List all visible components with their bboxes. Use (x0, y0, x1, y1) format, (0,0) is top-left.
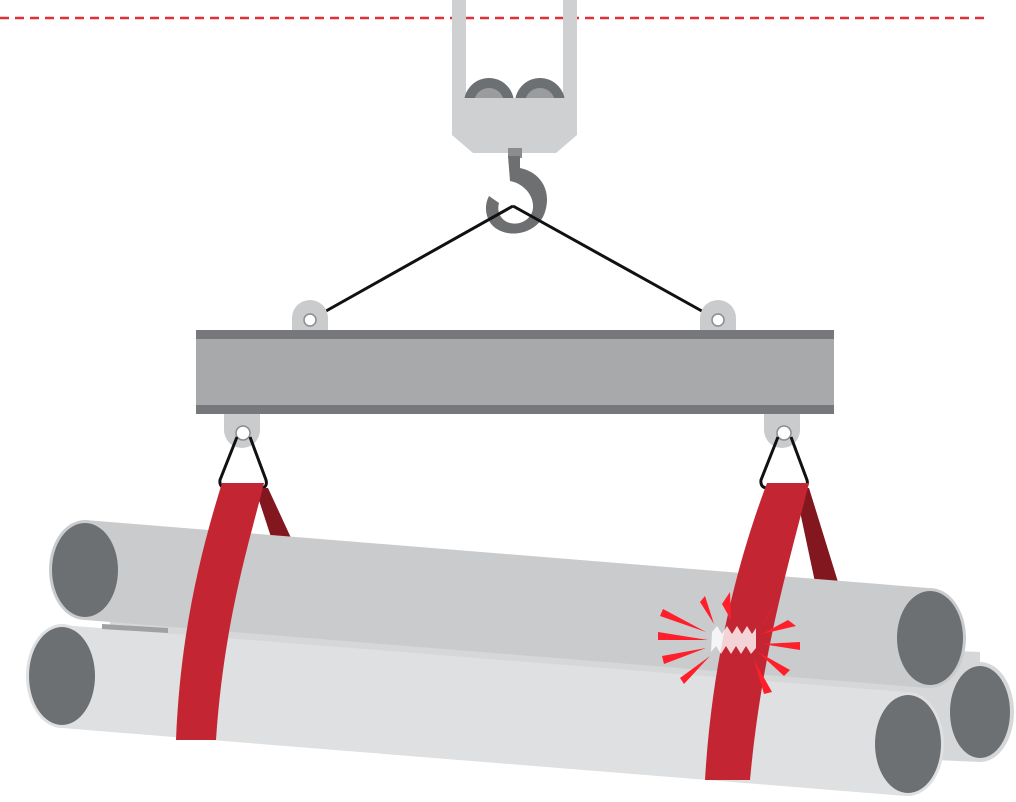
crane-hook-icon (485, 156, 548, 234)
crane-block-icon (452, 0, 577, 158)
beam-top-lug-right (700, 300, 736, 330)
lifting-sling-icon (176, 483, 264, 740)
sling-right-back (795, 488, 838, 582)
beam-bottom-lug-left (224, 414, 260, 448)
hook-cables (309, 204, 719, 322)
beam-top-lug-left (292, 300, 328, 330)
sling-damage-icon (658, 592, 800, 694)
sling-fray-mark (711, 626, 756, 654)
sling-left-back (255, 488, 292, 540)
lifting-sling-icon (705, 483, 809, 780)
pipe-icon (26, 624, 944, 796)
spreader-beam-icon (196, 330, 834, 414)
